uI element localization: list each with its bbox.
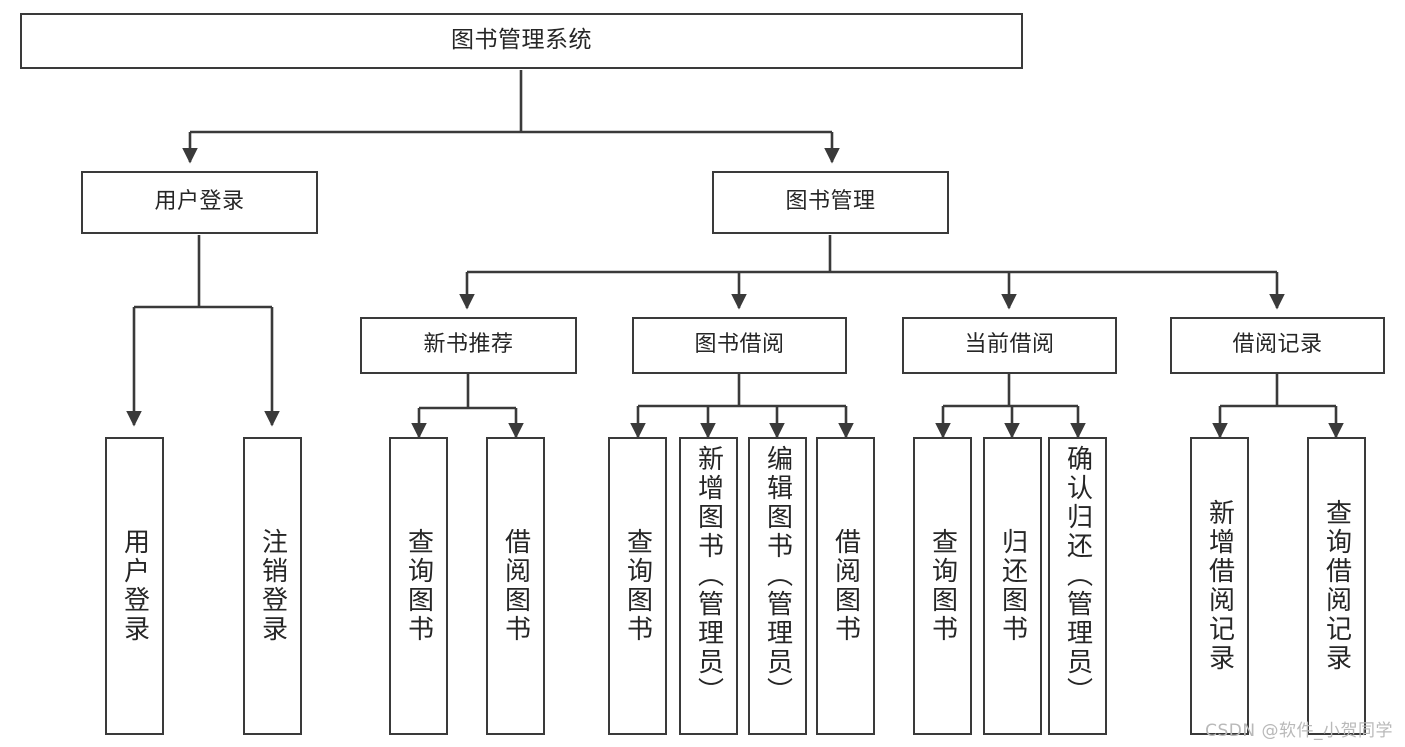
node-new-book-recommend[interactable]: 新书推荐 [360, 317, 577, 374]
leaf-query-book-borrow[interactable]: 查询图书 [608, 437, 667, 735]
node-label: 新增借阅记录 [1204, 499, 1235, 673]
node-user-login[interactable]: 用户登录 [81, 171, 318, 234]
node-root-system[interactable]: 图书管理系统 [20, 13, 1023, 69]
node-label: 借阅图书 [500, 528, 531, 644]
node-book-borrow[interactable]: 图书借阅 [632, 317, 847, 374]
node-label: 查询图书 [403, 528, 434, 644]
leaf-borrow-book-recommend[interactable]: 借阅图书 [486, 437, 545, 735]
leaf-return-book[interactable]: 归还图书 [983, 437, 1042, 735]
node-label: 归还图书 [997, 528, 1028, 644]
node-label: 编辑图书（管理员） [762, 445, 793, 706]
node-book-management[interactable]: 图书管理 [712, 171, 949, 234]
node-label: 查询图书 [622, 528, 653, 644]
node-label: 借阅记录 [1232, 332, 1323, 358]
leaf-confirm-return-admin[interactable]: 确认归还（管理员） [1048, 437, 1107, 735]
node-label: 图书管理系统 [451, 27, 592, 54]
node-label: 查询图书 [927, 528, 958, 644]
node-current-borrow[interactable]: 当前借阅 [902, 317, 1117, 374]
node-label: 当前借阅 [964, 332, 1055, 358]
node-label: 用户登录 [119, 528, 150, 644]
node-label: 新增图书（管理员） [693, 445, 724, 706]
leaf-query-book-current[interactable]: 查询图书 [913, 437, 972, 735]
node-label: 确认归还（管理员） [1062, 445, 1093, 706]
node-borrow-record[interactable]: 借阅记录 [1170, 317, 1385, 374]
node-label: 图书管理 [785, 189, 876, 215]
leaf-add-book-admin[interactable]: 新增图书（管理员） [679, 437, 738, 735]
node-label: 借阅图书 [830, 528, 861, 644]
leaf-add-borrow-record[interactable]: 新增借阅记录 [1190, 437, 1249, 735]
node-label: 用户登录 [154, 189, 245, 215]
leaf-edit-book-admin[interactable]: 编辑图书（管理员） [748, 437, 807, 735]
node-label: 查询借阅记录 [1321, 499, 1352, 673]
leaf-logout[interactable]: 注销登录 [243, 437, 302, 735]
leaf-borrow-book[interactable]: 借阅图书 [816, 437, 875, 735]
node-label: 注销登录 [257, 528, 288, 644]
leaf-user-login[interactable]: 用户登录 [105, 437, 164, 735]
leaf-query-book-recommend[interactable]: 查询图书 [389, 437, 448, 735]
node-label: 新书推荐 [423, 332, 514, 358]
leaf-query-borrow-record[interactable]: 查询借阅记录 [1307, 437, 1366, 735]
csdn-watermark: CSDN @软件_小贺同学 [1205, 721, 1393, 741]
node-label: 图书借阅 [694, 332, 785, 358]
